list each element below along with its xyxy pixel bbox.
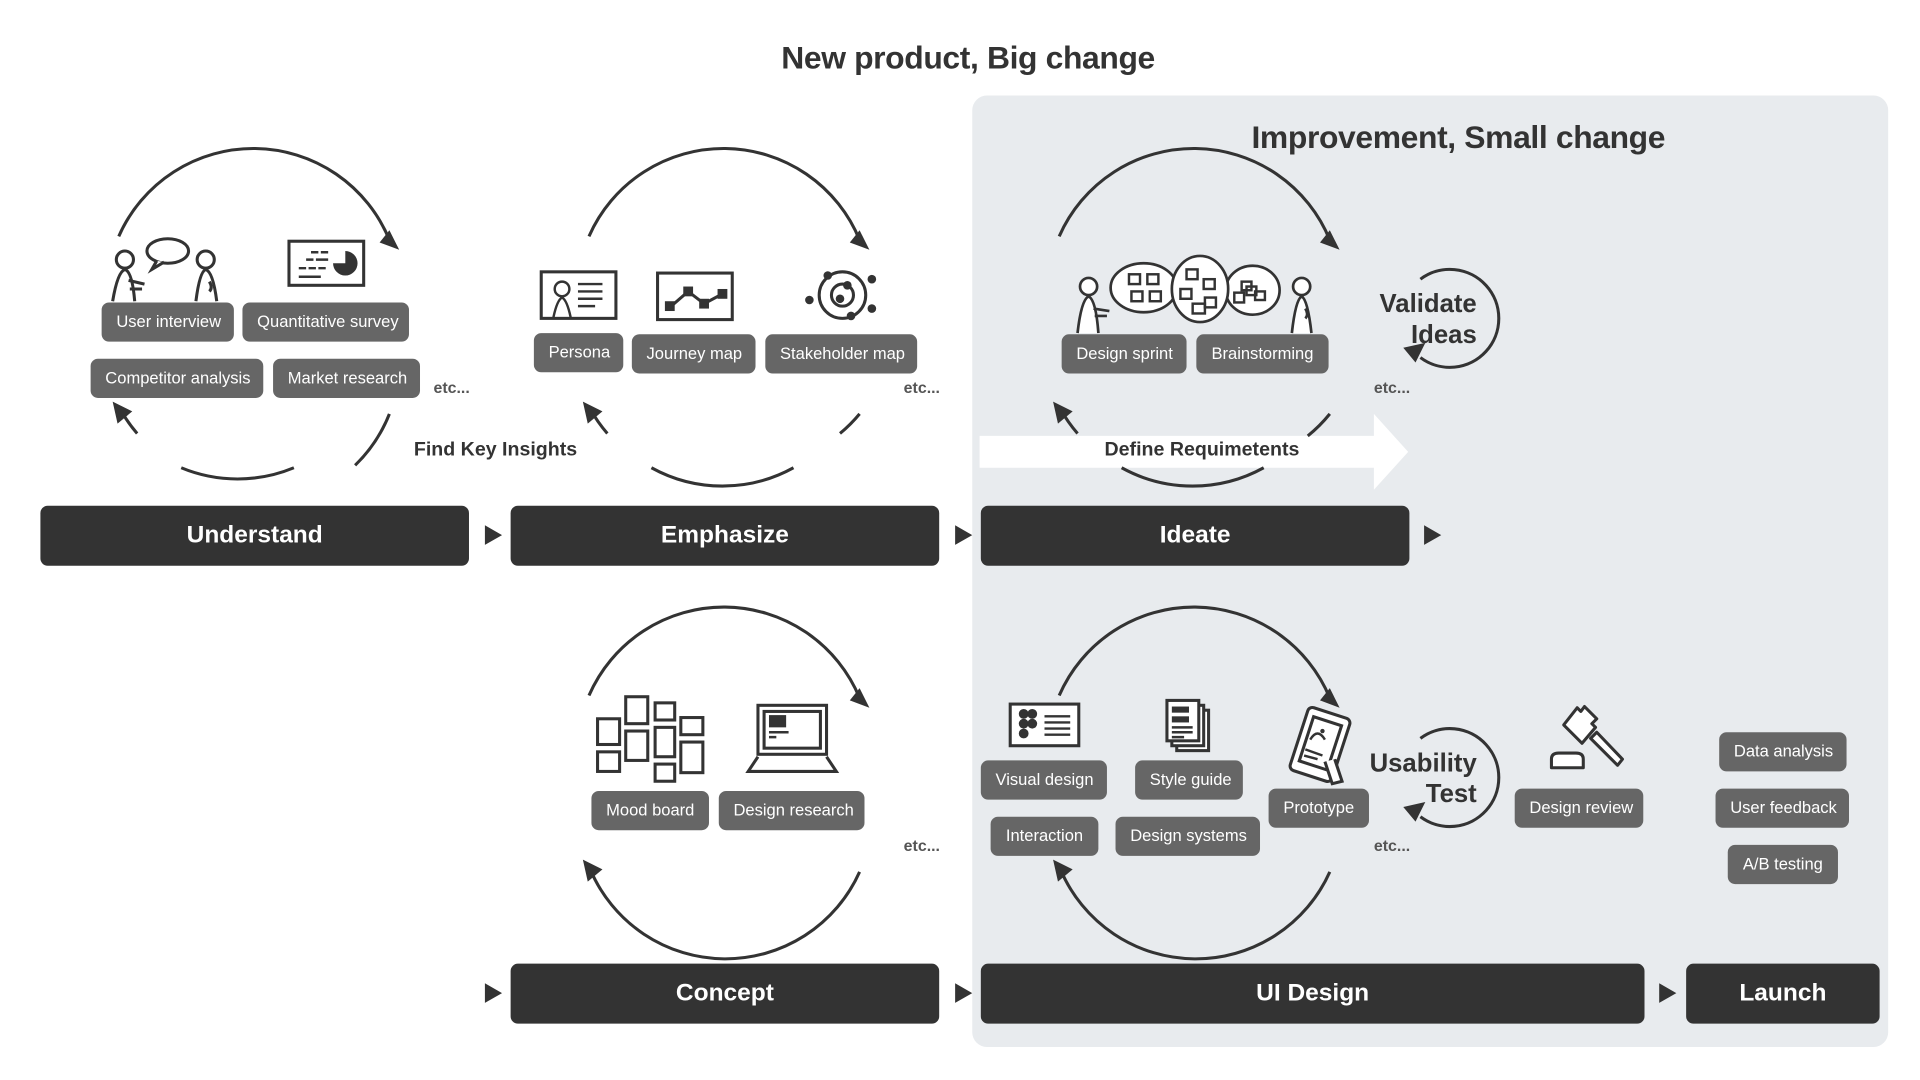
chip-style-guide[interactable]: Style guide <box>1135 760 1243 800</box>
stage-ideate[interactable]: Ideate <box>980 505 1410 566</box>
concept-etc: etc... <box>903 836 940 855</box>
laptop-icon <box>745 703 840 773</box>
chip-design-systems[interactable]: Design systems <box>1115 816 1261 856</box>
ui-design-etc: etc... <box>1373 836 1411 855</box>
gavel-icon <box>1549 705 1624 770</box>
connector-arrow <box>955 525 973 545</box>
stage-understand[interactable]: Understand <box>40 505 469 566</box>
emphasize-etc: etc... <box>903 378 940 397</box>
chip-data-analysis[interactable]: Data analysis <box>1719 732 1847 772</box>
ui-design-cycle-arrows <box>1053 605 1340 961</box>
chip-mood-board[interactable]: Mood board <box>591 791 709 831</box>
chip-interaction[interactable]: Interaction <box>990 816 1099 856</box>
improvement-panel <box>972 95 1889 1047</box>
chip-persona[interactable]: Persona <box>533 333 624 373</box>
prototype-phone-icon <box>1288 705 1352 786</box>
main-title: New product, Big change <box>781 39 1155 76</box>
usability-test-cycle <box>1403 727 1501 828</box>
chip-design-review[interactable]: Design review <box>1514 788 1644 828</box>
stage-concept[interactable]: Concept <box>510 963 940 1024</box>
understand-cycle-arrows <box>112 146 400 481</box>
connector-arrow <box>955 983 973 1003</box>
brainstorm-people-icon <box>1076 254 1313 334</box>
figma-card-icon <box>1008 702 1081 748</box>
stage-ui-design[interactable]: UI Design <box>980 963 1645 1024</box>
user-interview-icon <box>111 237 219 302</box>
chip-competitor-analysis[interactable]: Competitor analysis <box>90 358 264 398</box>
find-key-insights-label: Find Key Insights <box>413 439 578 461</box>
connector-arrow <box>1659 983 1677 1003</box>
chip-user-interview[interactable]: User interview <box>101 302 234 342</box>
validate-ideas-line2: Ideas <box>1410 320 1477 349</box>
chip-stakeholder-map[interactable]: Stakeholder map <box>765 334 918 374</box>
chip-brainstorming[interactable]: Brainstorming <box>1196 334 1329 374</box>
define-requirements-arrow <box>979 413 1409 490</box>
sub-title: Improvement, Small change <box>1251 118 1666 156</box>
survey-chart-icon <box>287 239 366 287</box>
chip-design-research[interactable]: Design research <box>718 791 865 831</box>
usability-test-label: Usability Test <box>1347 748 1477 809</box>
style-guide-icon <box>1165 698 1211 753</box>
chip-design-sprint[interactable]: Design sprint <box>1061 334 1187 374</box>
chip-ab-testing[interactable]: A/B testing <box>1727 844 1838 885</box>
connector-arrow <box>484 525 503 545</box>
chip-user-feedback[interactable]: User feedback <box>1715 788 1849 828</box>
concept-cycle-arrows <box>582 605 870 961</box>
journey-map-icon <box>656 271 734 322</box>
stage-emphasize[interactable]: Emphasize <box>510 505 940 566</box>
ideate-cycle-arrows <box>1053 146 1340 488</box>
usability-test-line1: Usability <box>1369 749 1477 778</box>
ideate-etc: etc... <box>1373 378 1411 397</box>
mood-board-icon <box>596 695 705 783</box>
stakeholder-map-icon <box>805 270 877 321</box>
chip-market-research[interactable]: Market research <box>273 358 421 398</box>
emphasize-cycle-arrows <box>582 146 870 488</box>
chip-visual-design[interactable]: Visual design <box>980 760 1107 800</box>
persona-card-icon <box>539 270 618 320</box>
chip-prototype[interactable]: Prototype <box>1268 788 1369 828</box>
stage-launch[interactable]: Launch <box>1686 963 1880 1024</box>
validate-ideas-label: Validate Ideas <box>1347 289 1477 350</box>
connector-arrow <box>1424 525 1442 545</box>
validate-ideas-cycle <box>1403 267 1501 369</box>
connector-arrow <box>484 983 503 1003</box>
chip-journey-map[interactable]: Journey map <box>631 334 756 374</box>
define-requirements-label: Define Requimetents <box>1104 439 1300 461</box>
understand-etc: etc... <box>433 378 470 397</box>
usability-test-line2: Test <box>1425 780 1477 809</box>
chip-quantitative-survey[interactable]: Quantitative survey <box>242 302 409 342</box>
validate-ideas-line1: Validate <box>1379 290 1477 319</box>
